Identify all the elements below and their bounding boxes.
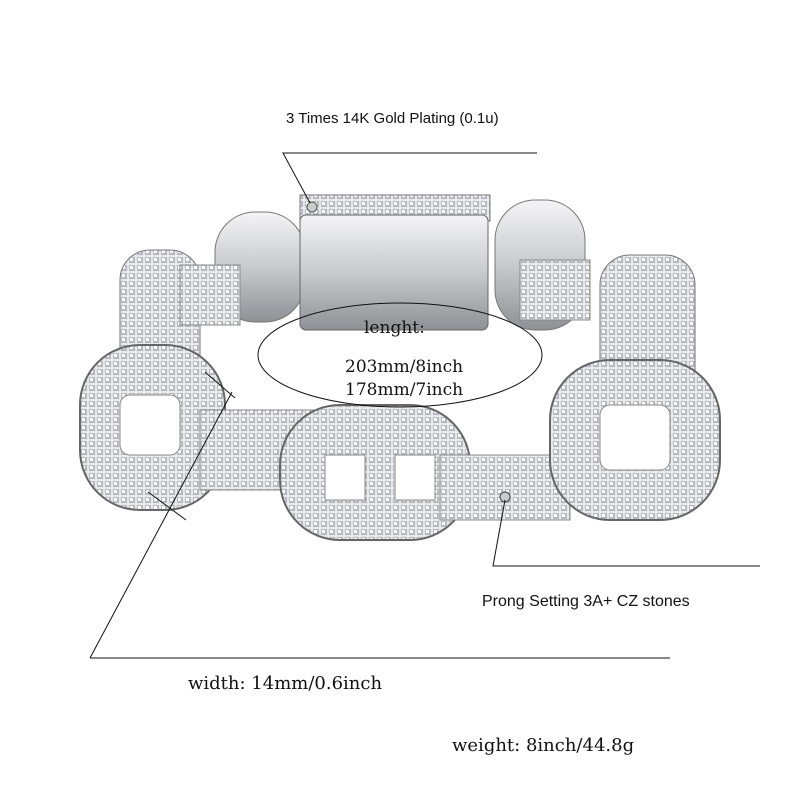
length-7inch: 178mm/7inch	[345, 380, 464, 400]
length-label: lenght:	[364, 318, 425, 338]
plating-leader-line	[282, 152, 537, 204]
length-ellipse	[257, 302, 543, 408]
clasp	[299, 194, 491, 331]
length-8inch: 203mm/8inch	[345, 357, 464, 377]
bracelet-front-links	[79, 344, 721, 541]
annotation-lines	[89, 152, 760, 659]
setting-leader-line	[492, 499, 760, 567]
width-line-diagonal	[89, 391, 233, 659]
weight-label: weight: 8inch/44.8g	[452, 735, 635, 756]
setting-label: Prong Setting 3A+ CZ stones	[482, 593, 690, 610]
width-tick-top	[204, 371, 236, 399]
plating-label: 3 Times 14K Gold Plating (0.1u)	[286, 110, 499, 127]
width-label: width: 14mm/0.6inch	[188, 673, 383, 694]
width-tick-bottom	[147, 491, 187, 521]
